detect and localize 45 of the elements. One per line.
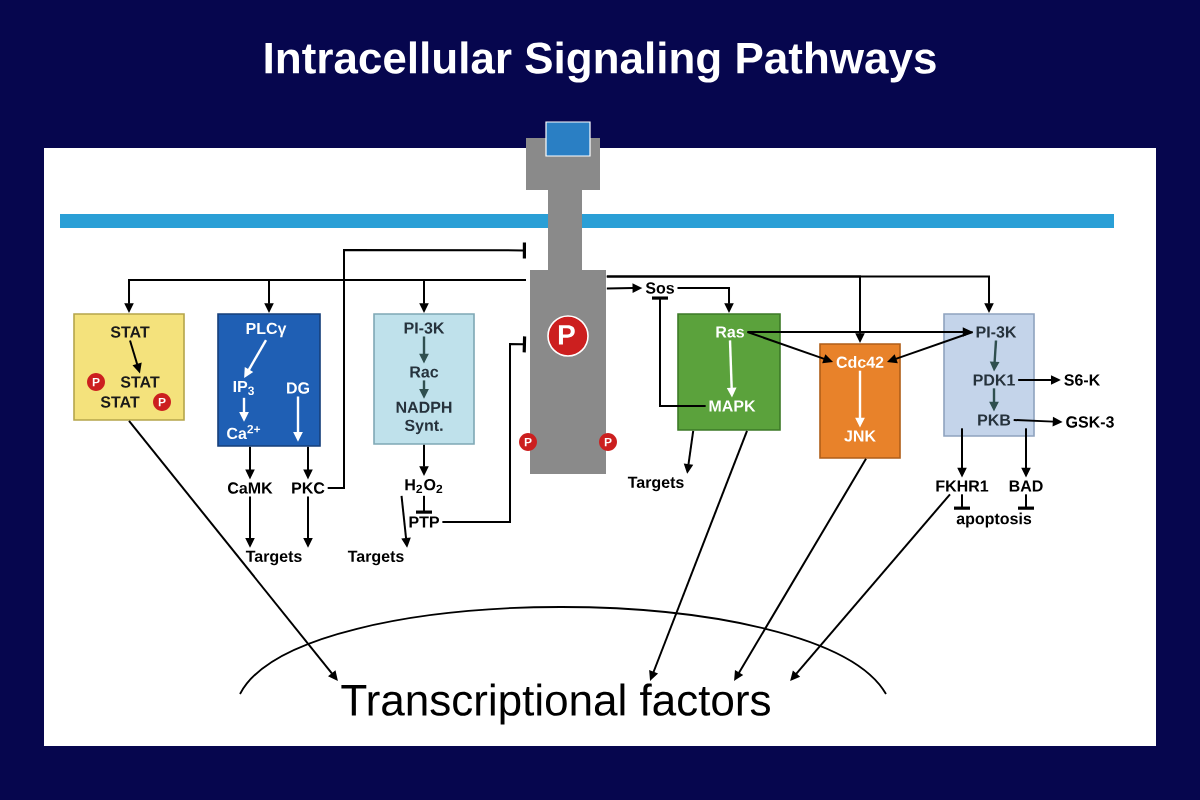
inhibition-line: [416, 494, 432, 514]
protein-label: Rac: [410, 366, 439, 378]
protein-label: Sos: [645, 282, 675, 294]
protein-label: BAD: [1009, 480, 1043, 492]
protein-label: Targets: [245, 550, 302, 566]
nucleus-drawing: Transcriptional factors: [239, 606, 887, 725]
protein-label: MAPK: [709, 400, 756, 412]
protein-label: PI-3K: [404, 322, 445, 334]
protein-label: STAT: [100, 396, 140, 408]
protein-label: PTP: [409, 516, 440, 528]
protein-label: Cdc42: [836, 356, 884, 368]
protein-label: NADPH Synt.: [396, 401, 452, 435]
protein-label: Targets: [347, 550, 404, 566]
pathway-box: [677, 313, 781, 431]
protein-label: apoptosis: [956, 512, 1032, 528]
arrow: [790, 493, 951, 681]
protein-label: JNK: [844, 430, 876, 442]
protein-label: Ca$^{2+}$: [227, 424, 261, 440]
protein-label: Targets: [627, 476, 684, 492]
protein-label: S6-K: [1064, 374, 1101, 386]
protein-label: STAT: [120, 376, 160, 388]
protein-label: PDK1: [973, 374, 1015, 386]
pathway-box: [73, 313, 185, 421]
protein-label: Ras: [716, 326, 745, 338]
protein-label: PKC: [292, 482, 325, 494]
inhibition-line: [954, 493, 970, 510]
protein-label: DG: [287, 382, 309, 394]
inhibition-line: [1018, 493, 1034, 510]
protein-label: H$_{2}$O$_{2}$: [405, 479, 443, 494]
protein-label: IP$_{3}$: [233, 381, 254, 395]
protein-label: PKB: [978, 414, 1011, 426]
protein-label: STAT: [110, 326, 150, 338]
pathway-box: [943, 313, 1035, 437]
protein-label: CaMK: [228, 482, 273, 494]
pathway-box: [373, 313, 475, 445]
pathway-box: [819, 343, 901, 459]
protein-label: GSK-3: [1066, 416, 1114, 428]
protein-label: PLCγ: [246, 322, 287, 338]
title: Intracellular Signaling Pathways: [265, 41, 936, 83]
protein-label: PI-3K: [976, 326, 1017, 338]
inhibition-line: [441, 336, 527, 523]
pathway-box: [217, 313, 321, 447]
arrow: [128, 419, 338, 681]
inhibition-line: [652, 296, 707, 407]
protein-label: FKHR1: [936, 480, 989, 492]
